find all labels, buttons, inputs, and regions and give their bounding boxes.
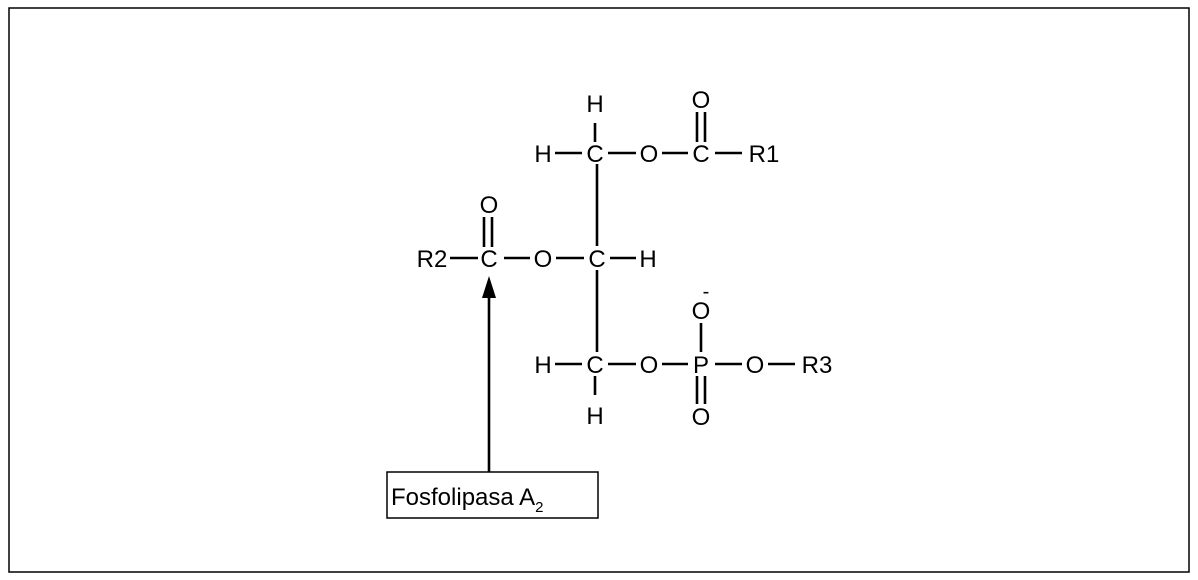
outer-frame <box>8 7 1190 573</box>
atom-c-upper-carbonyl: C <box>692 141 709 168</box>
charge-minus: - <box>703 281 710 303</box>
atom-p: P <box>693 352 709 379</box>
atom-o-left-carbonyl: O <box>480 192 499 219</box>
atom-r3: R3 <box>802 352 833 379</box>
atom-c-middle: C <box>588 246 605 273</box>
atom-o-middle-ester: O <box>534 246 553 273</box>
atom-c-upper: C <box>586 141 603 168</box>
enzyme-label: Fosfolipasa A2 <box>391 484 543 516</box>
atom-h-bottom: H <box>586 403 603 430</box>
atom-r2: R2 <box>417 246 448 273</box>
atom-o-upper-ester: O <box>640 141 659 168</box>
atom-r1: R1 <box>749 141 780 168</box>
atom-o-upper-carbonyl: O <box>692 87 711 114</box>
atom-h-middle-right: H <box>639 246 656 273</box>
enzyme-label-text: Fosfolipasa A <box>391 484 535 511</box>
enzyme-arrow-head <box>482 276 496 298</box>
atom-h-upper-left: H <box>534 141 551 168</box>
atom-h-top: H <box>586 91 603 118</box>
atom-o-phosphate-bottom: O <box>692 404 711 431</box>
enzyme-label-box <box>386 471 599 519</box>
enzyme-label-subscript: 2 <box>535 499 543 516</box>
atom-o-phosphate-link: O <box>640 352 659 379</box>
atom-o-phosphate-top: O <box>692 298 711 325</box>
atom-o-phosphate-right: O <box>746 352 765 379</box>
atom-c-left-carbonyl: C <box>480 246 497 273</box>
atom-c-lower: C <box>586 352 603 379</box>
atom-h-lower-left: H <box>534 352 551 379</box>
